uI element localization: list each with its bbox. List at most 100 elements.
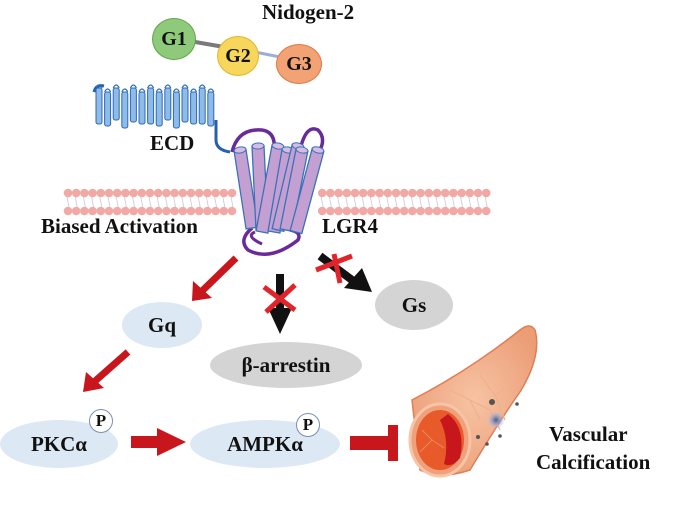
extracellular-loop xyxy=(230,128,276,153)
lipid-head xyxy=(440,188,450,198)
lipid-head xyxy=(481,188,491,198)
lipid-head xyxy=(170,188,179,198)
lipid-head xyxy=(465,188,475,198)
lipid-head xyxy=(153,206,163,216)
extracellular-loop xyxy=(298,127,325,151)
lipid-head xyxy=(432,188,442,198)
lipid-head xyxy=(71,206,81,216)
blocked-arrow-gs xyxy=(315,252,372,292)
lipid-head xyxy=(88,188,97,198)
lipid-head xyxy=(203,188,212,198)
lipid-head xyxy=(367,206,376,216)
lrr-loop xyxy=(121,88,129,93)
lipid-tail xyxy=(124,196,127,208)
lipid-head xyxy=(465,206,475,216)
lrr-loop xyxy=(104,88,112,93)
lipid-tail xyxy=(181,196,185,208)
lipid-head xyxy=(342,188,352,198)
lipid-head xyxy=(399,188,409,198)
lipid-tail xyxy=(386,196,390,208)
lipid-head xyxy=(416,188,425,198)
calcification-label: Calcification xyxy=(536,450,651,474)
phospho-label: P xyxy=(302,415,314,434)
domain-g3: G3 xyxy=(276,44,322,84)
lipid-head xyxy=(145,206,155,216)
leucine-rich-repeat xyxy=(138,91,146,125)
barrestin-node: β-arrestin xyxy=(210,342,362,388)
lipid-head xyxy=(334,188,343,198)
lrr-loop xyxy=(129,84,137,89)
ampk-label: AMPKα xyxy=(227,431,303,456)
lipid-head xyxy=(317,188,327,198)
leucine-rich-repeat xyxy=(112,87,120,121)
gq-node: Gq xyxy=(122,302,202,348)
ecd-linker xyxy=(214,120,231,154)
lipid-head xyxy=(63,188,73,198)
lgr4-label: LGR4 xyxy=(322,214,379,238)
lrr-loop xyxy=(207,88,215,93)
lipid-head xyxy=(432,206,442,216)
lipid-head xyxy=(80,188,89,198)
lipid-tail xyxy=(337,196,340,208)
lipid-head xyxy=(112,206,122,216)
lipid-head xyxy=(399,206,409,216)
lipid-head xyxy=(186,206,196,216)
phospho-label: P xyxy=(95,411,107,430)
leucine-rich-repeat xyxy=(155,91,163,127)
domain-g2: G2 xyxy=(217,36,259,76)
lipid-tail xyxy=(115,196,119,208)
lipid-head xyxy=(219,188,229,198)
lipid-tail xyxy=(206,196,209,208)
phospho-badge-pkc: P xyxy=(89,409,113,433)
lipid-head xyxy=(473,188,483,198)
lipid-tail xyxy=(484,196,488,208)
leucine-rich-repeat xyxy=(121,91,129,129)
lipid-tail xyxy=(460,196,463,208)
leucine-rich-repeat xyxy=(207,91,215,127)
lipid-tail xyxy=(419,196,422,208)
lipid-head xyxy=(129,206,138,216)
lipid-head xyxy=(440,206,450,216)
lipid-tail xyxy=(107,196,111,208)
lipid-head xyxy=(350,188,360,198)
leucine-rich-repeat xyxy=(190,91,198,125)
lipid-tail xyxy=(132,196,135,208)
lipid-head xyxy=(112,188,122,198)
lipid-head xyxy=(342,206,352,216)
lipid-head xyxy=(326,206,335,216)
lipid-tail xyxy=(156,196,160,208)
arrow-pkc-to-ampk xyxy=(131,428,186,456)
lipid-head xyxy=(137,206,147,216)
lipid-head xyxy=(416,206,425,216)
lipid-head xyxy=(317,206,327,216)
lipid-tail xyxy=(353,196,357,208)
lipid-head xyxy=(375,206,384,216)
lipid-head xyxy=(211,188,220,198)
calcification-spot xyxy=(515,402,519,406)
lipid-head xyxy=(129,188,138,198)
gs-node: Gs xyxy=(375,280,453,330)
pkc-label: PKCα xyxy=(30,431,88,456)
helix-cap xyxy=(233,146,247,154)
domain-g2-label: G2 xyxy=(225,44,251,67)
lipid-tail xyxy=(214,196,217,208)
lrr-loop xyxy=(172,88,180,93)
calcification-spot xyxy=(498,434,502,438)
lipid-head xyxy=(71,188,81,198)
lipid-tail xyxy=(173,196,176,208)
lipid-head xyxy=(424,206,434,216)
calcification-spot xyxy=(489,399,495,405)
lgr4-transmembrane-helices xyxy=(233,142,325,235)
cell-membrane xyxy=(63,188,491,216)
calcification-spot xyxy=(485,442,489,446)
block-x-mark xyxy=(331,253,343,284)
lipid-head xyxy=(358,188,368,198)
lipid-tail xyxy=(83,196,86,208)
lipid-head xyxy=(457,188,466,198)
arrow-lgr4-to-gq xyxy=(192,255,239,301)
lipid-tail xyxy=(91,196,94,208)
lipid-tail xyxy=(99,196,103,208)
leucine-rich-repeat xyxy=(181,87,189,123)
lipid-tail xyxy=(320,196,324,208)
calcification-spot xyxy=(487,411,505,429)
